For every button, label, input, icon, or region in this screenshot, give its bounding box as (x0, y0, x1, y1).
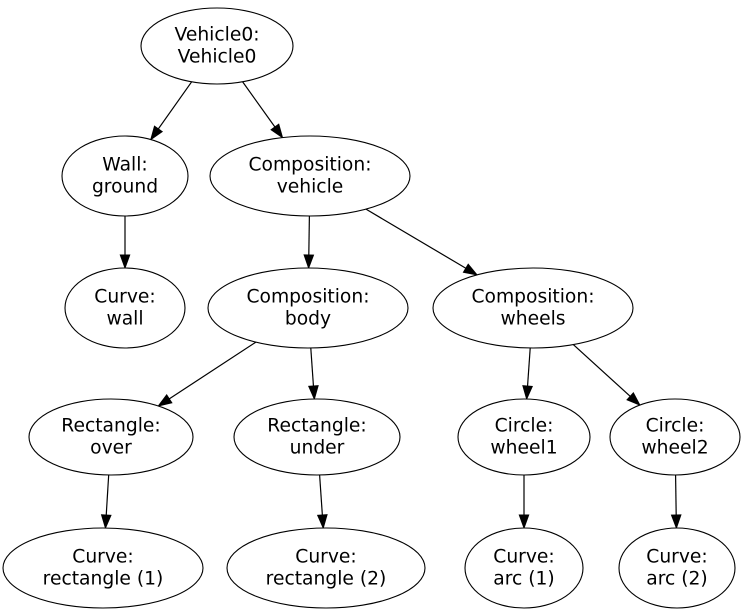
node-ellipse (432, 267, 634, 349)
node-ellipse (233, 398, 401, 476)
edge-circle_wheel1-to-curve_arc_1 (518, 475, 530, 530)
node-label-line2: arc (2) (646, 569, 707, 590)
node-label-line1: Curve: (94, 287, 155, 308)
node-label-line1: Rectangle: (61, 416, 160, 437)
arrowhead-icon (119, 254, 131, 270)
node-curve_wall: Curve:wall (64, 267, 186, 349)
node-label-line2: vehicle (277, 177, 344, 198)
node-curve_arc_1: Curve:arc (1) (464, 527, 584, 609)
arrowhead-icon (270, 123, 284, 139)
node-label-line1: Vehicle0: (174, 25, 259, 46)
node-circle_wheel2: Circle:wheel2 (609, 398, 741, 476)
node-ellipse (2, 527, 204, 609)
arrowhead-icon (518, 514, 530, 530)
node-curve_arc_2: Curve:arc (2) (618, 527, 736, 609)
node-label-line2: arc (1) (493, 569, 554, 590)
edge-composition_wheels-to-circle_wheel1 (522, 347, 533, 401)
node-ellipse (28, 398, 194, 476)
edge-line (319, 474, 323, 516)
arrowhead-icon (670, 514, 682, 530)
node-label-line1: Curve: (493, 547, 554, 568)
node-label-line2: body (285, 309, 331, 330)
edge-vehicle0-to-wall_ground (149, 81, 193, 141)
edge-line (157, 81, 193, 130)
node-label-line1: Curve: (72, 547, 133, 568)
edge-composition_vehicle-to-composition_body (303, 215, 315, 270)
node-label-line2: wheel2 (641, 438, 708, 459)
edge-line (674, 474, 677, 516)
node-label-line1: Circle: (646, 416, 705, 437)
node-ellipse (457, 398, 591, 476)
node-label-line1: Composition: (248, 155, 371, 176)
edge-wall_ground-to-curve_wall (119, 216, 131, 270)
edge-line (105, 474, 110, 516)
node-ellipse (207, 267, 409, 349)
arrowhead-icon (303, 254, 315, 270)
edge-line (572, 344, 631, 397)
node-ellipse (209, 135, 411, 217)
arrowhead-icon (308, 385, 319, 401)
node-label-line2: ground (92, 177, 158, 198)
node-label-line1: Circle: (495, 416, 554, 437)
node-label-line1: Rectangle: (267, 416, 366, 437)
node-composition_wheels: Composition:wheels (432, 267, 634, 349)
edge-composition_body-to-rectangle_over (157, 341, 257, 407)
node-vehicle0: Vehicle0:Vehicle0 (140, 7, 294, 85)
node-composition_body: Composition:body (207, 267, 409, 349)
arrowhead-icon (462, 263, 479, 276)
edge-composition_vehicle-to-composition_wheels (365, 208, 479, 276)
node-label-line1: Composition: (246, 287, 369, 308)
node-label-line2: Vehicle0 (178, 47, 257, 68)
edge-rectangle_under-to-curve_rectangle_2 (316, 474, 328, 530)
node-label-line2: under (290, 438, 345, 459)
node-curve_rectangle_2: Curve:rectangle (2) (226, 527, 426, 609)
node-ellipse (226, 527, 426, 609)
node-ellipse (609, 398, 741, 476)
arrowhead-icon (157, 394, 173, 407)
node-curve_rectangle_1: Curve:rectangle (1) (2, 527, 204, 609)
node-label-line1: Curve: (295, 547, 356, 568)
node-label-line2: rectangle (2) (266, 569, 387, 590)
node-label-line1: Wall: (102, 155, 147, 176)
arrowhead-icon (316, 514, 328, 530)
node-composition_vehicle: Composition:vehicle (209, 135, 411, 217)
node-ellipse (64, 267, 186, 349)
node-wall_ground: Wall:ground (61, 135, 189, 217)
node-rectangle_over: Rectangle:over (28, 398, 194, 476)
node-ellipse (464, 527, 584, 609)
arrowhead-icon (522, 385, 533, 401)
node-label-line1: Curve: (646, 547, 707, 568)
edge-composition_wheels-to-circle_wheel2 (572, 344, 641, 407)
arrowhead-icon (149, 125, 164, 141)
node-label-line2: wall (106, 309, 143, 330)
edge-vehicle0-to-composition_vehicle (242, 81, 284, 139)
edge-line (168, 341, 257, 400)
edge-line (526, 347, 531, 387)
node-rectangle_under: Rectangle:under (233, 398, 401, 476)
edge-line (308, 215, 310, 256)
node-ellipse (140, 7, 294, 85)
edge-line (365, 208, 467, 269)
node-label-line2: rectangle (1) (43, 569, 164, 590)
edge-circle_wheel2-to-curve_arc_2 (670, 474, 682, 530)
edge-line (310, 347, 315, 387)
node-label-line2: wheel1 (490, 438, 557, 459)
edge-composition_body-to-rectangle_under (308, 347, 319, 401)
arrowhead-icon (100, 514, 112, 530)
node-ellipse (61, 135, 189, 217)
node-label-line2: wheels (500, 309, 565, 330)
node-label-line2: over (90, 438, 132, 459)
arrowhead-icon (626, 391, 641, 407)
edge-rectangle_over-to-curve_rectangle_1 (100, 474, 112, 530)
edge-line (242, 81, 276, 128)
node-ellipse (618, 527, 736, 609)
node-label-line1: Composition: (471, 287, 594, 308)
node-circle_wheel1: Circle:wheel1 (457, 398, 591, 476)
